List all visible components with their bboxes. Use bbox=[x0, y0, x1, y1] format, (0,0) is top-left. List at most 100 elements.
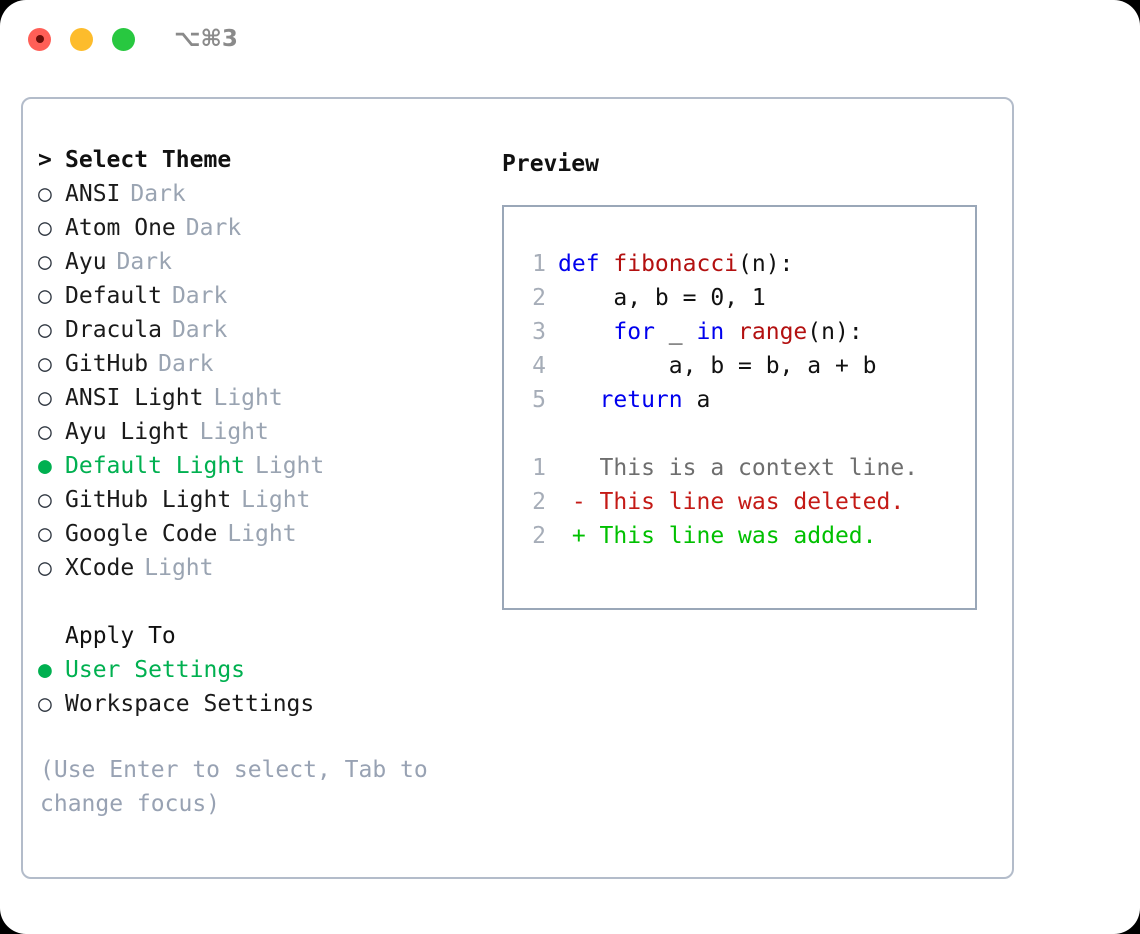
theme-category-tag: Light bbox=[241, 487, 311, 513]
code-token: range bbox=[738, 319, 808, 345]
diff-preview: 1 This is a context line.2 - This line w… bbox=[518, 455, 975, 557]
theme-list-item[interactable]: ○ Atom One Dark bbox=[38, 215, 468, 249]
radio-unselected-icon[interactable]: ○ bbox=[38, 181, 52, 207]
radio-unselected-icon[interactable]: ○ bbox=[38, 249, 52, 275]
code-line-number: 4 bbox=[532, 353, 546, 379]
theme-list-item[interactable]: ○ Dracula Dark bbox=[38, 317, 468, 351]
diff-line-text: - This line was deleted. bbox=[558, 489, 905, 515]
diff-line-text: + This line was added. bbox=[558, 523, 877, 549]
theme-name: XCode bbox=[65, 555, 135, 581]
code-line: 4 a, b = b, a + b bbox=[518, 353, 975, 387]
theme-name: Ayu Light bbox=[65, 419, 190, 445]
keyboard-shortcut-label: ⌥⌘3 bbox=[174, 26, 238, 52]
code-line: 3 for _ in range(n): bbox=[518, 319, 975, 353]
code-line: 5 return a bbox=[518, 387, 975, 421]
radio-unselected-icon[interactable]: ○ bbox=[38, 385, 52, 411]
radio-unselected-icon[interactable]: ○ bbox=[38, 419, 52, 445]
radio-unselected-icon[interactable]: ○ bbox=[38, 555, 52, 581]
page-title: Select Theme bbox=[65, 147, 232, 173]
theme-list-item[interactable]: ○ Ayu Light Light bbox=[38, 419, 468, 453]
apply-to-indent: ○ bbox=[38, 625, 65, 648]
code-token: fibonacci bbox=[613, 251, 739, 277]
radio-unselected-icon[interactable]: ○ bbox=[38, 487, 52, 513]
theme-category-tag: Light bbox=[199, 419, 269, 445]
theme-category-tag: Dark bbox=[171, 317, 228, 343]
radio-selected-icon[interactable]: ● bbox=[38, 657, 52, 683]
theme-category-tag: Light bbox=[144, 555, 214, 581]
code-line-text: for _ in range(n): bbox=[558, 319, 863, 345]
diff-line: 1 This is a context line. bbox=[518, 455, 975, 489]
diff-line-number: 1 bbox=[532, 455, 546, 481]
theme-name: ANSI Light bbox=[65, 385, 204, 411]
code-token bbox=[558, 387, 600, 413]
diff-line: 2 - This line was deleted. bbox=[518, 489, 975, 523]
radio-unselected-icon[interactable]: ○ bbox=[38, 283, 52, 309]
apply-to-item[interactable]: ○Workspace Settings bbox=[38, 691, 468, 725]
code-line-number: 2 bbox=[532, 285, 546, 311]
code-token bbox=[558, 319, 613, 345]
apply-to-label: Apply To bbox=[65, 623, 176, 649]
code-line-text: def fibonacci(n): bbox=[558, 251, 793, 277]
code-token: (n): bbox=[738, 251, 794, 277]
code-token: return bbox=[599, 387, 683, 413]
radio-selected-icon[interactable]: ● bbox=[38, 453, 52, 479]
theme-name: Google Code bbox=[65, 521, 218, 547]
radio-unselected-icon[interactable]: ○ bbox=[38, 317, 52, 343]
radio-unselected-icon[interactable]: ○ bbox=[38, 351, 52, 377]
diff-line-number: 2 bbox=[532, 523, 546, 549]
theme-name: Ayu bbox=[65, 249, 107, 275]
apply-to-item[interactable]: ● User Settings bbox=[38, 657, 468, 691]
minimize-light-icon[interactable] bbox=[70, 27, 93, 51]
theme-name: Dracula bbox=[65, 317, 162, 343]
radio-unselected-icon[interactable]: ○ bbox=[38, 521, 52, 547]
theme-category-tag: Light bbox=[213, 385, 283, 411]
theme-name: GitHub bbox=[65, 351, 149, 377]
window-controls bbox=[28, 27, 135, 51]
code-token: def bbox=[558, 251, 614, 277]
code-token: in bbox=[696, 319, 725, 345]
theme-list-item[interactable]: ○ ANSI Light Light bbox=[38, 385, 468, 419]
theme-list-item[interactable]: ○ XCode Light bbox=[38, 555, 468, 589]
radio-unselected-icon[interactable]: ○ bbox=[38, 691, 52, 717]
close-light-icon[interactable] bbox=[28, 27, 51, 51]
theme-category-tag: Dark bbox=[171, 283, 228, 309]
code-token: _ bbox=[654, 319, 697, 345]
code-line-text: a, b = 0, 1 bbox=[558, 285, 765, 311]
maximize-light-icon[interactable] bbox=[112, 27, 135, 51]
apply-to-option-label: User Settings bbox=[65, 657, 246, 683]
diff-line-number: 2 bbox=[532, 489, 546, 515]
code-token: (n): bbox=[807, 319, 863, 345]
theme-category-tag: Dark bbox=[158, 351, 214, 377]
radio-unselected-icon[interactable]: ○ bbox=[38, 215, 52, 241]
code-token bbox=[724, 319, 738, 345]
theme-list-item[interactable]: ○ GitHub Dark bbox=[38, 351, 468, 385]
prompt-caret-icon: > bbox=[38, 147, 52, 173]
title-bar: ⌥⌘3 bbox=[0, 0, 1140, 78]
code-line-text: return a bbox=[558, 387, 711, 413]
theme-category-tag: Light bbox=[255, 453, 325, 479]
list-spacer bbox=[38, 589, 468, 623]
keyboard-hint: (Use Enter to select, Tab to change focu… bbox=[40, 757, 428, 817]
preview-label: Preview bbox=[502, 151, 599, 177]
theme-category-tag: Dark bbox=[185, 215, 242, 241]
apply-to-header: ○ Apply To bbox=[38, 623, 468, 657]
theme-name: Atom One bbox=[65, 215, 176, 241]
select-theme-header: > Select Theme bbox=[38, 147, 468, 181]
diff-line: 2 + This line was added. bbox=[518, 523, 975, 557]
diff-line-text: This is a context line. bbox=[558, 455, 919, 481]
close-light-dot bbox=[35, 35, 44, 43]
